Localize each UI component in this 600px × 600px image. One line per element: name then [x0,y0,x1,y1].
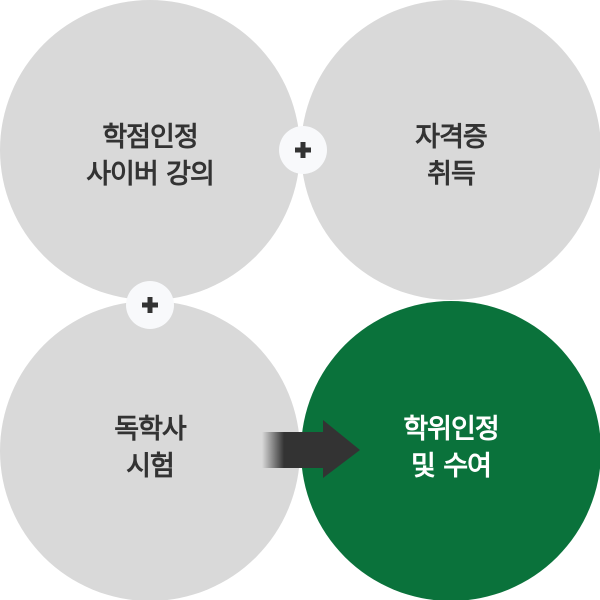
circle-label-certificate: 자격증 취득 [341,119,561,193]
circle-label-credit-cyber: 학점인정 사이버 강의 [40,119,260,193]
plus-icon [295,142,311,158]
circle-label-self-study-exam: 독학사 시험 [40,411,260,485]
label-line: 취득 [427,159,476,190]
label-line: 독학사 [114,414,187,445]
plus-icon [142,297,158,313]
circle-credit-cyber [0,0,300,300]
circle-label-degree: 학위인정 및 수여 [341,411,561,485]
label-line: 사이버 강의 [86,159,215,190]
label-line: 학위인정 [403,414,499,445]
circle-degree [301,301,600,600]
label-line: 학점인정 [102,122,198,153]
label-line: 자격증 [415,122,488,153]
circle-self-study-exam [0,301,300,600]
label-line: 및 수여 [411,451,492,482]
arrow-right-icon [262,420,360,478]
circle-certificate [301,0,600,300]
label-line: 시험 [126,451,175,482]
